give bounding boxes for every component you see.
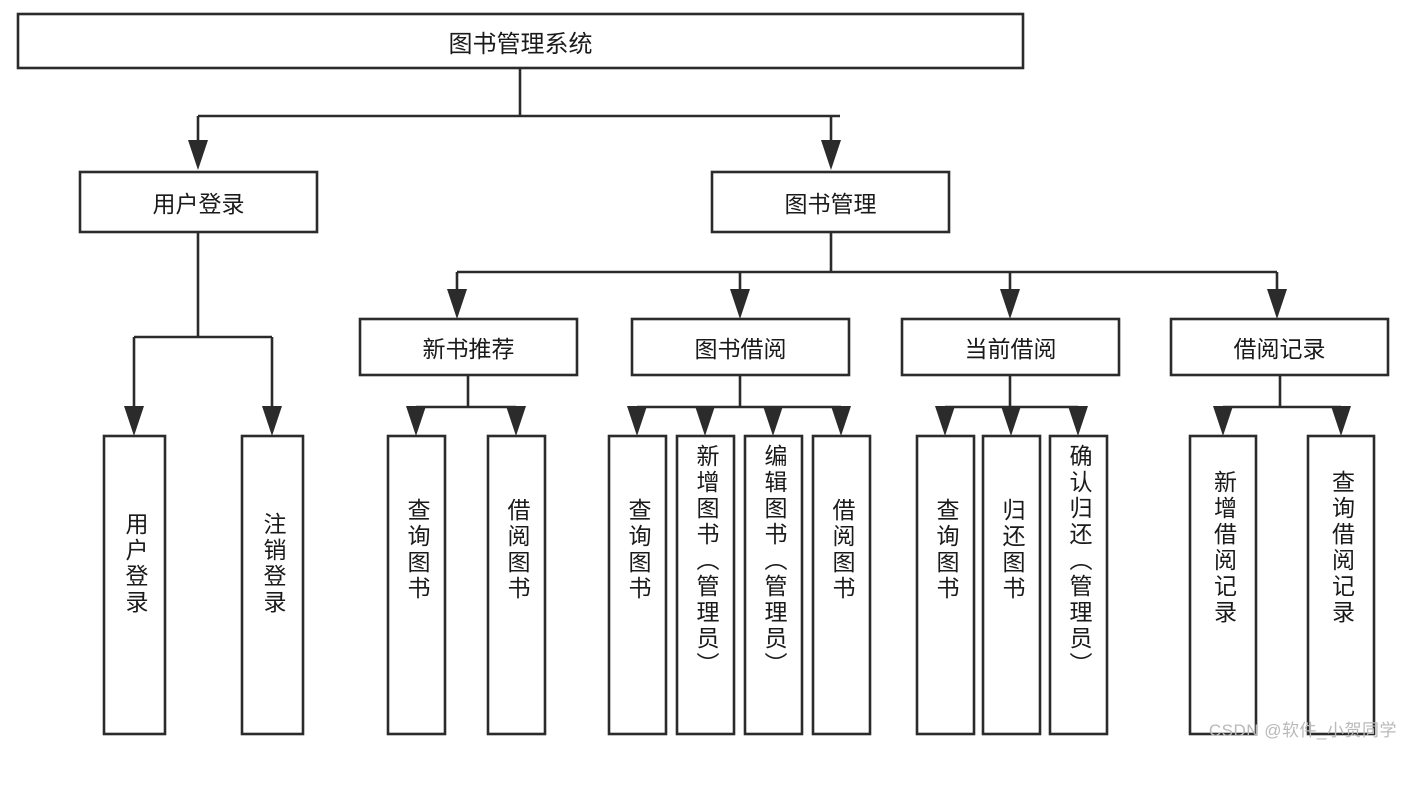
arrowhead-nbr-c1 <box>406 406 426 436</box>
node-box-borrow-record[interactable] <box>1169 317 1390 377</box>
node-box-leaf-logout[interactable] <box>240 434 305 736</box>
arrowhead-jyjl-c2 <box>1331 406 1351 436</box>
org-chart-diagram: 图书管理系统 用户登录 图书管理 新书推荐 图书借阅 当前借阅 借阅记录 用户登… <box>16 12 1397 740</box>
node-box-leaf-edit-book[interactable] <box>743 434 804 736</box>
node-box-user-login[interactable] <box>78 170 319 234</box>
node-box-leaf-query-book-c[interactable] <box>915 434 976 736</box>
arrowhead-user-login <box>188 140 208 170</box>
node-box-leaf-query-book-b[interactable] <box>607 434 668 736</box>
node-box-leaf-query-record[interactable] <box>1306 434 1376 736</box>
arrowhead-bm-c4 <box>1267 289 1287 319</box>
watermark-text: CSDN @软件_小贺同学 <box>1208 721 1397 740</box>
node-box-leaf-query-book-a[interactable] <box>386 434 447 736</box>
node-box-root[interactable] <box>16 12 1025 70</box>
arrowhead-bm-c1 <box>447 289 467 319</box>
node-box-current-borrow[interactable] <box>900 317 1121 377</box>
arrowhead-tsjy-c3 <box>763 406 783 436</box>
arrowhead-ul-c2 <box>262 406 282 436</box>
node-box-book-borrow[interactable] <box>630 317 851 377</box>
arrowhead-nbr-c2 <box>506 406 526 436</box>
arrowhead-jyjl-c1 <box>1213 406 1233 436</box>
node-box-leaf-borrow-book-a[interactable] <box>486 434 547 736</box>
arrowhead-dqjy-c1 <box>935 406 955 436</box>
arrowhead-dqjy-c3 <box>1068 406 1088 436</box>
arrowhead-tsjy-c2 <box>695 406 715 436</box>
flowchart-canvas <box>16 12 1390 736</box>
arrowhead-book-manage <box>821 140 841 170</box>
node-box-leaf-return-book[interactable] <box>981 434 1042 736</box>
arrowhead-ul-c1 <box>124 406 144 436</box>
arrowhead-bm-c2 <box>730 289 750 319</box>
node-box-leaf-borrow-book-b[interactable] <box>811 434 872 736</box>
arrowhead-bm-c3 <box>1000 289 1020 319</box>
arrowhead-tsjy-c1 <box>627 406 647 436</box>
arrowhead-tsjy-c4 <box>831 406 851 436</box>
node-box-leaf-add-book[interactable] <box>675 434 736 736</box>
node-box-leaf-confirm-return[interactable] <box>1048 434 1109 736</box>
node-box-book-manage[interactable] <box>710 170 951 234</box>
node-box-leaf-user-login[interactable] <box>102 434 167 736</box>
node-box-leaf-add-record[interactable] <box>1188 434 1258 736</box>
node-box-new-book-rec[interactable] <box>358 317 579 377</box>
arrowhead-dqjy-c2 <box>1001 406 1021 436</box>
